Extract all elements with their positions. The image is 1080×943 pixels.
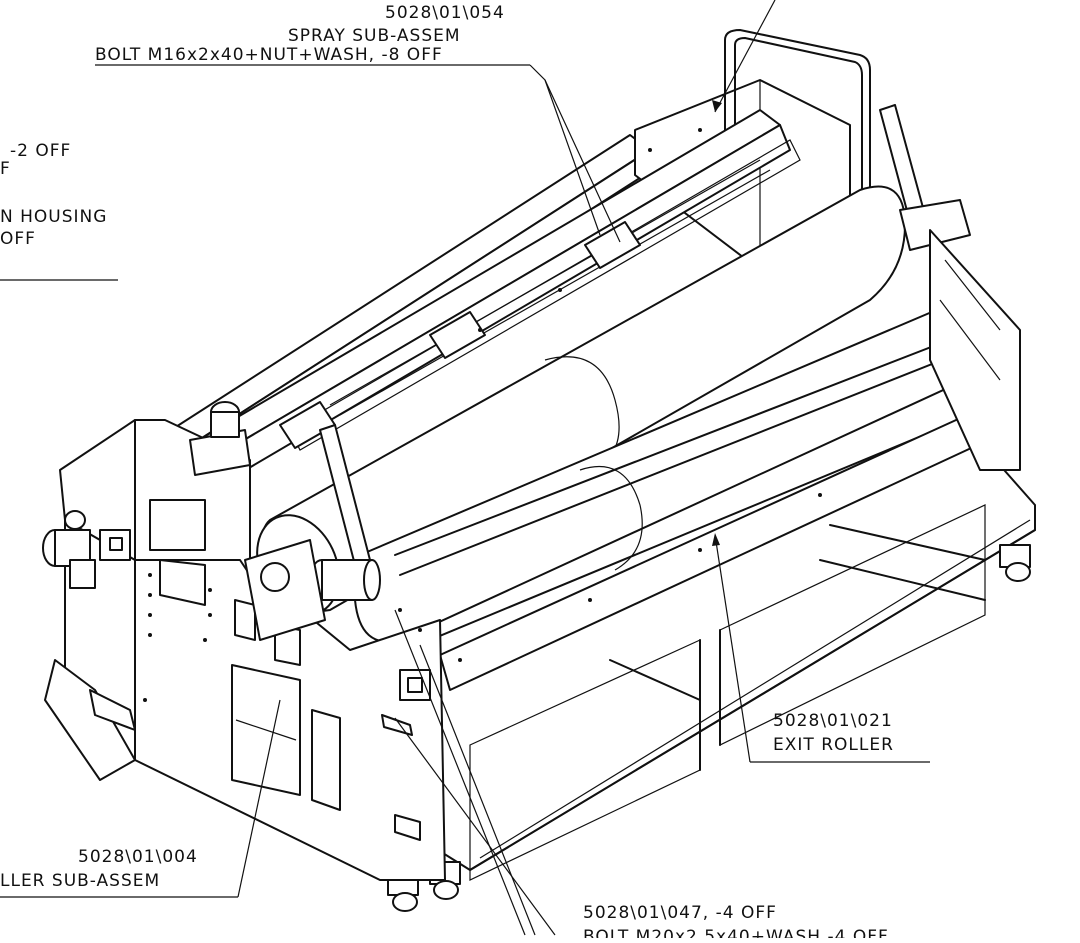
exit-roller-part-no: 5028\01\021 bbox=[773, 711, 893, 731]
left-partial-line3: N HOUSING bbox=[0, 207, 107, 227]
top-frame bbox=[139, 29, 871, 486]
roller-sub-part-no: 5028\01\004 bbox=[78, 847, 198, 867]
exit-roller bbox=[354, 297, 1013, 691]
left-partial-line2: F bbox=[0, 159, 11, 179]
exit-roller-name: EXIT ROLLER bbox=[773, 735, 894, 755]
roller-sub-name: LLER SUB-ASSEM bbox=[0, 871, 160, 891]
bolt-holes bbox=[143, 128, 822, 702]
label-exit-roller: 5028\01\021 EXIT ROLLER bbox=[773, 711, 894, 755]
label-left-partial: -2 OFF F N HOUSING OFF bbox=[0, 141, 107, 249]
bottom-bolt-text: BOLT M20x2.5x40+WASH -4 OFF bbox=[583, 927, 889, 938]
label-spray: 5028\01\054 SPRAY SUB-ASSEM BOLT M16x2x4… bbox=[95, 3, 505, 65]
spray-part-no: 5028\01\054 bbox=[385, 3, 505, 23]
bottom-bolt-part-no: 5028\01\047, -4 OFF bbox=[583, 903, 777, 923]
left-partial-line4: OFF bbox=[0, 229, 36, 249]
left-housing bbox=[42, 401, 446, 881]
right-bearing-post bbox=[879, 104, 1021, 471]
label-bottom-bolt: 5028\01\047, -4 OFF BOLT M20x2.5x40+WASH… bbox=[583, 903, 889, 943]
left-partial-line1: -2 OFF bbox=[10, 141, 71, 161]
spray-bolt: BOLT M16x2x40+NUT+WASH, -8 OFF bbox=[95, 45, 443, 65]
label-roller-sub: 5028\01\004 LLER SUB-ASSEM bbox=[0, 847, 198, 891]
leader-lines bbox=[0, 0, 930, 936]
spray-name: SPRAY SUB-ASSEM bbox=[288, 26, 461, 46]
